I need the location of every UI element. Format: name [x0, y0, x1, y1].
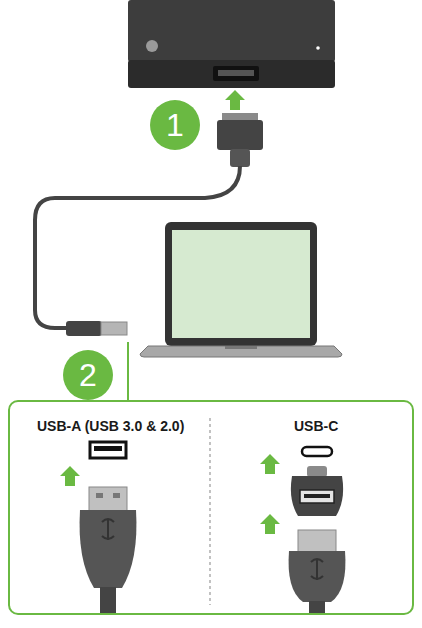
adapter-body	[291, 476, 343, 516]
connector-panel: USB-A (USB 3.0 & 2.0) USB-C	[8, 400, 414, 615]
micro-b-port	[213, 66, 259, 81]
insert-arrow	[60, 466, 80, 486]
callout-number: 2	[63, 350, 113, 400]
plug-hole	[96, 493, 103, 498]
drive-front	[128, 60, 335, 88]
insert-arrow	[260, 514, 280, 534]
drive-led	[316, 46, 320, 50]
laptop-notch	[225, 346, 257, 349]
usb-a-port-tongue	[94, 446, 122, 451]
usb-a-plug-metal	[101, 322, 127, 335]
usb-a-plug-metal	[298, 530, 336, 552]
laptop-screen-frame	[165, 222, 317, 346]
callout-number-text: 2	[79, 359, 97, 391]
usb-a-plug-body	[66, 321, 102, 336]
usb-logo	[102, 519, 114, 540]
section-heading: USB-A (USB 3.0 & 2.0)	[35, 418, 186, 434]
usb-a-plug-body	[80, 510, 137, 588]
callout-number: 1	[150, 100, 200, 150]
usb-c-port	[302, 447, 332, 456]
usb-logo	[311, 559, 323, 580]
section-heading: USB-C	[292, 418, 340, 434]
cable	[100, 587, 116, 615]
adapter-slot-tongue	[304, 494, 330, 498]
drive-logo	[146, 40, 158, 52]
micro-b-port-inner	[218, 70, 254, 76]
insert-arrow	[260, 454, 280, 474]
laptop-screen	[172, 230, 310, 338]
adapter-c-tip	[307, 466, 327, 477]
usb-a-port	[90, 442, 126, 458]
strain-relief	[230, 149, 250, 167]
cable	[309, 601, 325, 615]
callout-number-text: 1	[166, 109, 184, 141]
laptop-base	[140, 346, 342, 357]
usb-a-plug-metal	[89, 487, 127, 511]
leader-line	[127, 342, 129, 400]
plug-hole	[113, 493, 120, 498]
usb-a-plug-body	[289, 551, 346, 602]
drive-top	[128, 0, 335, 62]
plug-body	[217, 120, 263, 150]
plug-tip	[222, 113, 258, 121]
adapter-usb-a-slot	[300, 490, 334, 503]
divider	[209, 418, 210, 605]
insert-arrow	[225, 90, 245, 110]
